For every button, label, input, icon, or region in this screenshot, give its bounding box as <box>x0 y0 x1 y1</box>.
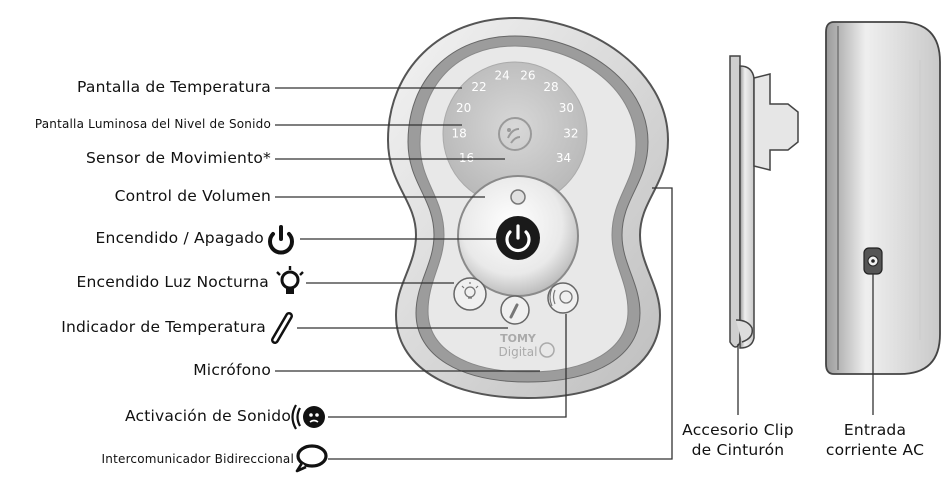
brand-logo: TOMY <box>500 332 537 345</box>
monitor-side-view <box>729 55 799 349</box>
sound-activation-icon <box>291 404 325 430</box>
brand-sub: Digital <box>499 345 538 359</box>
label-volume-control: Control de Volumen <box>114 187 271 205</box>
leader-lines <box>275 87 874 460</box>
dial-number: 16 <box>459 151 474 165</box>
dial-number: 18 <box>451 126 466 140</box>
volume-led <box>510 189 526 205</box>
label-motion-sensor: Sensor de Movimiento* <box>86 149 271 167</box>
label-sound-level-display: Pantalla Luminosa del Nivel de Sonido <box>34 117 271 131</box>
dial-number: 32 <box>563 126 578 140</box>
dial-number: 24 <box>494 69 509 83</box>
label-intercom: Intercomunicador Bidireccional <box>101 452 294 466</box>
label-night-light: Encendido Luz Nocturna <box>76 273 269 291</box>
label-belt-clip-line1: Accesorio Clip <box>682 421 794 439</box>
dial-number: 34 <box>556 151 571 165</box>
night-light-button[interactable] <box>453 277 487 311</box>
dial-number: 28 <box>543 80 558 94</box>
sound-activation-button[interactable] <box>547 282 579 314</box>
thermometer-icon <box>271 312 293 344</box>
power-button[interactable] <box>496 216 540 260</box>
monitor-edge-view <box>825 21 941 375</box>
belt-clip <box>753 73 799 171</box>
label-belt-clip-line2: de Cinturón <box>691 441 785 459</box>
ac-input-port[interactable] <box>863 247 883 275</box>
brand-mark-icon <box>539 342 555 358</box>
label-belt-clip: Accesorio Clip de Cinturón <box>676 420 800 460</box>
label-ac-input: Entrada corriente AC <box>820 420 930 460</box>
label-temperature-indicator: Indicador de Temperatura <box>61 318 266 336</box>
motion-sensor-icon <box>498 117 532 151</box>
power-icon <box>268 225 294 255</box>
night-light-icon <box>276 266 304 294</box>
label-microphone: Micrófono <box>193 361 271 379</box>
label-temperature-display: Pantalla de Temperatura <box>77 78 271 96</box>
dial-number: 26 <box>520 69 535 83</box>
label-ac-input-line1: Entrada <box>843 421 907 439</box>
label-ac-input-line2: corriente AC <box>825 441 925 459</box>
temperature-button[interactable] <box>500 295 530 325</box>
label-sound-activation: Activación de Sonido <box>124 407 291 425</box>
dial-number: 22 <box>471 80 486 94</box>
speech-bubble-icon <box>295 444 328 473</box>
dial-number: 20 <box>456 101 471 115</box>
label-power: Encendido / Apagado <box>95 229 264 247</box>
dial-number: 30 <box>559 101 574 115</box>
